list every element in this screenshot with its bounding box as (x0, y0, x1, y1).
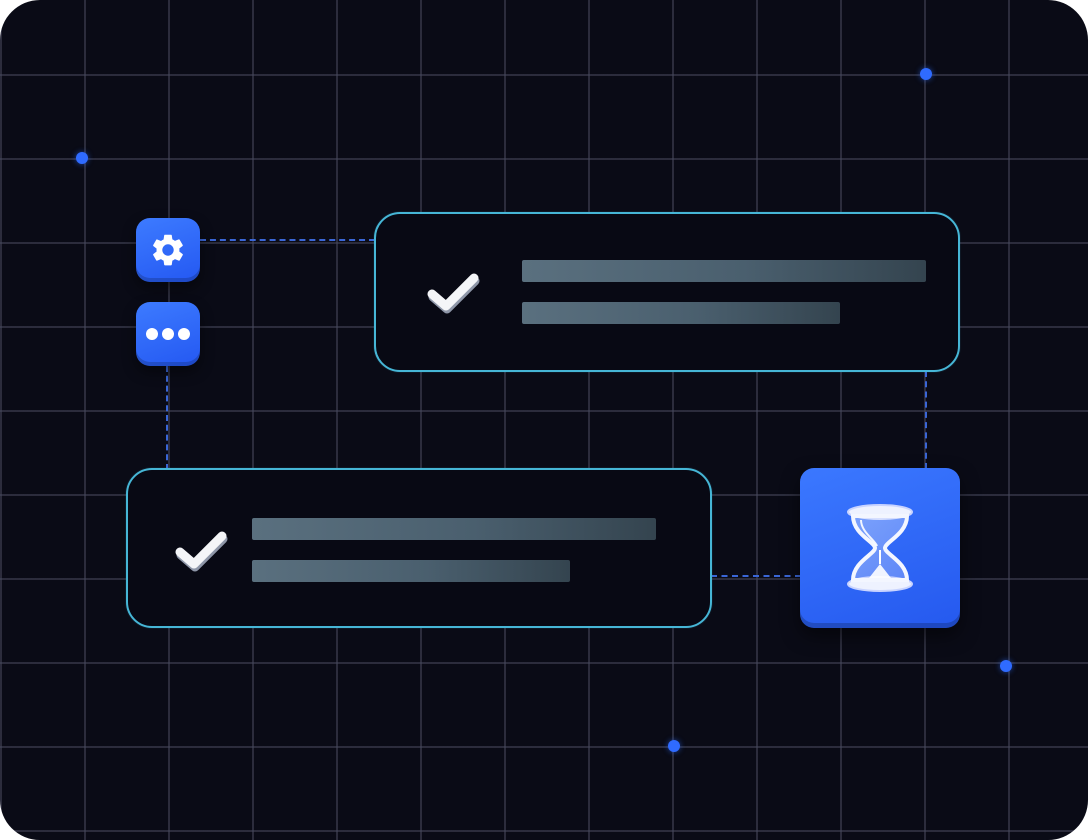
settings-button[interactable] (136, 218, 200, 282)
hourglass-icon (847, 504, 913, 592)
more-button[interactable] (136, 302, 200, 366)
accent-dot (76, 152, 88, 164)
connector-card-to-hourglass-h (711, 575, 801, 577)
gear-icon (153, 234, 183, 266)
pending-node[interactable] (800, 468, 960, 628)
more-dots-icon (146, 328, 190, 340)
placeholder-line (522, 302, 840, 324)
accent-dot (1000, 660, 1012, 672)
task-card[interactable] (126, 468, 712, 628)
connector-dots-to-card (166, 366, 168, 470)
checkmark-icon (427, 273, 480, 314)
placeholder-line (522, 260, 926, 282)
connector-card-to-hourglass (925, 371, 927, 469)
connector-gear-to-card (200, 239, 375, 241)
checkmark-icon (175, 531, 228, 572)
task-card[interactable] (374, 212, 960, 372)
placeholder-line (252, 518, 656, 540)
accent-dot (668, 740, 680, 752)
placeholder-line (252, 560, 570, 582)
accent-dot (920, 68, 932, 80)
